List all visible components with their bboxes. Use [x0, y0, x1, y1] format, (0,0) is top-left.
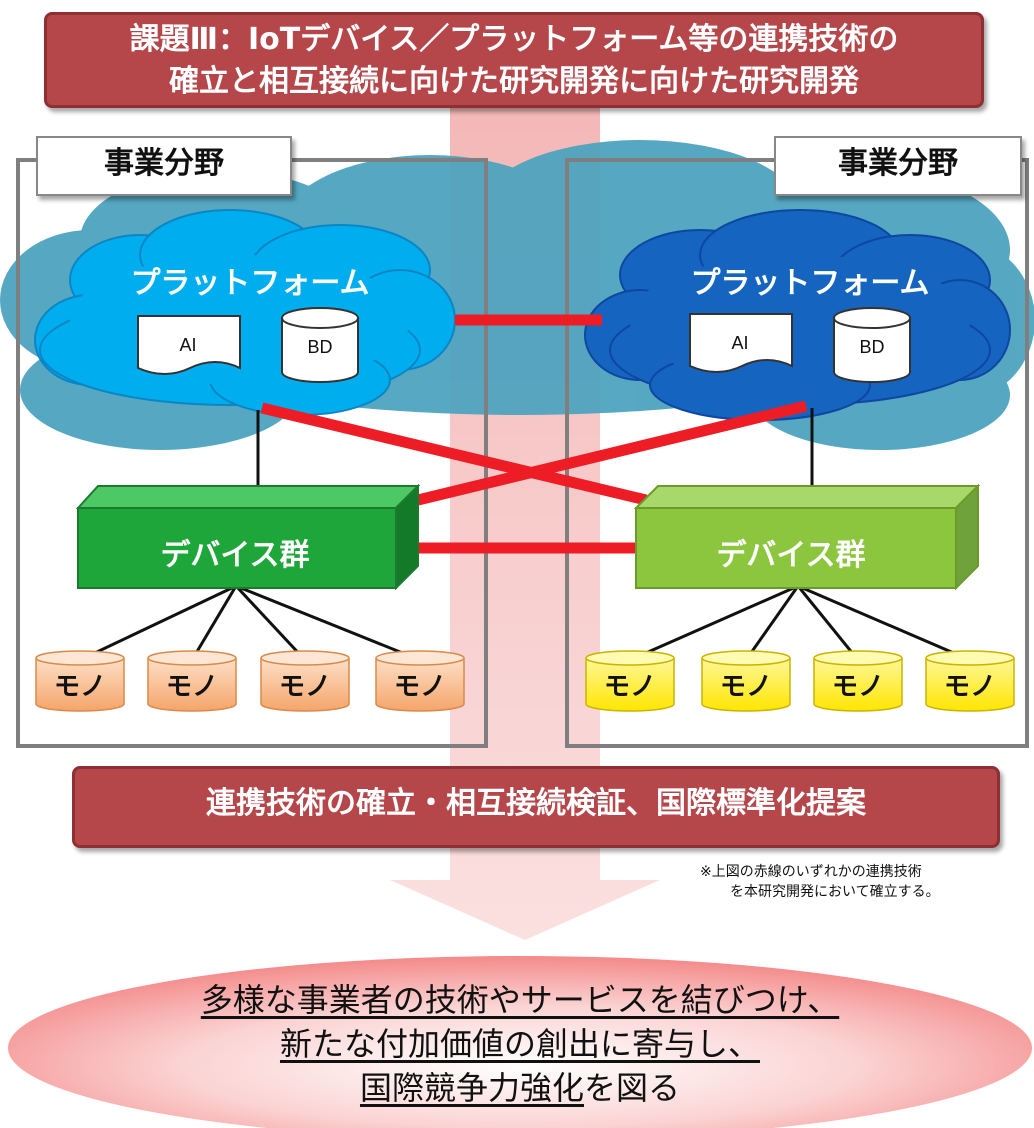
bd-label-left: BD [307, 337, 333, 357]
thing-label-right-3: モノ [831, 672, 884, 702]
goal-line-1: 多様な事業者の技術やサービスを結びつけ、 [200, 981, 840, 1019]
top-banner: 課題Ⅲ：IoTデバイス／プラットフォーム等の連携技術の 確立と相互接続に向けた研… [44, 12, 984, 108]
goal-line-3: 国際競争力強化を図る [40, 1066, 1000, 1110]
ai-document-icon-left [137, 315, 241, 375]
footnote: ※上図の赤線のいずれかの連携技術 を本研究開発において確立する。 [700, 862, 1020, 902]
goal-line-3-rest: を図る [584, 1069, 681, 1107]
business-area-label-right: 事業分野 [774, 136, 1022, 196]
device-group-label-right: デバイス群 [716, 538, 866, 573]
thing-label-left-2: モノ [165, 672, 218, 702]
thing-cylinder-left-2 [147, 650, 237, 712]
top-banner-line-2: 確立と相互接続に向けた研究開発に向けた研究開発 [169, 64, 859, 99]
top-banner-line-1: 課題Ⅲ：IoTデバイス／プラットフォーム等の連携技術の [129, 22, 899, 57]
device-group-label-left: デバイス群 [160, 538, 310, 573]
ai-label-left: AI [179, 335, 197, 355]
goal-line-2: 新たな付加価値の創出に寄与し、 [279, 1025, 760, 1063]
footnote-line-2: を本研究開発において確立する。 [730, 884, 940, 900]
thing-label-left-3: モノ [278, 672, 331, 702]
thing-cylinder-left-3 [260, 650, 350, 712]
thing-label-left-1: モノ [53, 672, 106, 702]
thing-cylinder-right-1 [585, 650, 675, 712]
thing-cylinder-left-1 [35, 650, 125, 712]
bd-database-icon-left [281, 307, 359, 383]
thing-cylinder-right-2 [701, 650, 791, 712]
thing-label-left-4: モノ [393, 672, 446, 702]
middle-banner: 連携技術の確立・相互接続検証、国際標準化提案 [72, 766, 1000, 848]
business-area-label-left: 事業分野 [36, 136, 292, 196]
device-group-left [75, 483, 421, 591]
device-group-right [633, 483, 981, 591]
thing-label-right-4: モノ [943, 672, 996, 702]
thing-label-right-1: モノ [603, 672, 656, 702]
connector-lines [79, 408, 971, 662]
thing-label-right-2: モノ [719, 672, 772, 702]
footnote-line-1: ※上図の赤線のいずれかの連携技術 [700, 864, 922, 880]
bd-label-right: BD [859, 337, 885, 357]
thing-cylinder-right-4 [925, 650, 1015, 712]
bd-database-icon-right [833, 307, 911, 383]
platform-title-right: プラットフォーム [690, 266, 930, 301]
thing-cylinder-right-3 [813, 650, 903, 712]
goal-statement: 多様な事業者の技術やサービスを結びつけ、 新たな付加価値の創出に寄与し、 国際競… [40, 978, 1000, 1110]
ai-document-icon-right [689, 313, 793, 373]
ai-label-right: AI [731, 333, 749, 353]
platform-title-left: プラットフォーム [130, 266, 370, 301]
thing-cylinder-left-4 [375, 650, 465, 712]
linkage-lines [260, 314, 808, 554]
goal-line-3-underlined: 国際競争力強化 [359, 1069, 584, 1107]
goal-oval [8, 956, 1032, 1128]
